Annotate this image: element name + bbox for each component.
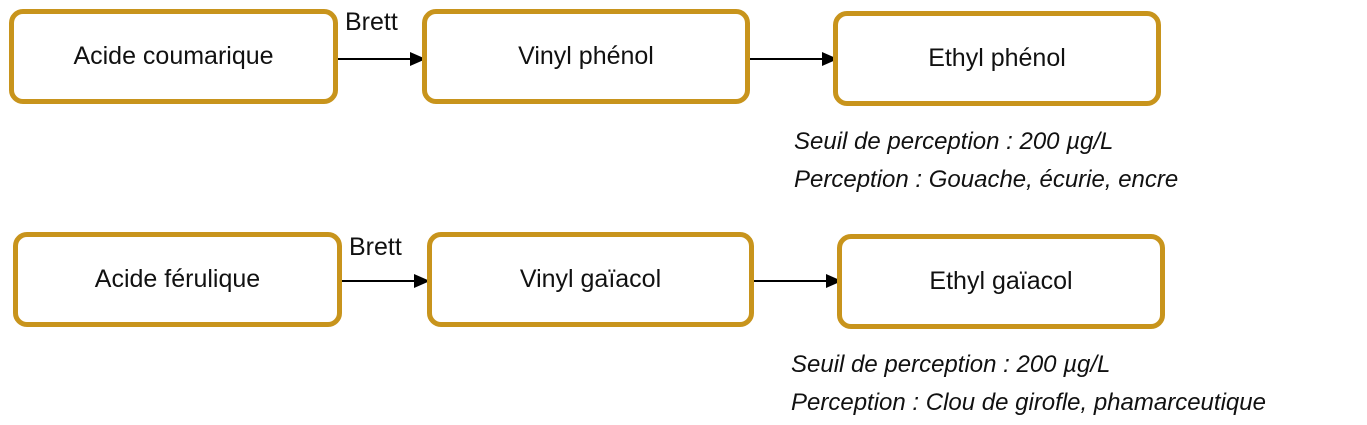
node-label: Ethyl gaïacol (929, 267, 1073, 295)
edge-label-brett: Brett (349, 233, 402, 261)
arrow-coumarique-to-vinyl-phenol (338, 52, 426, 66)
node-acide-ferulique: Acide férulique (13, 232, 342, 327)
node-label: Acide férulique (94, 265, 261, 293)
perception-note: Perception : Clou de girofle, phamarceut… (791, 389, 1266, 416)
arrow-vinyl-phenol-to-ethyl-phenol (750, 52, 838, 66)
node-vinyl-gaiacol: Vinyl gaïacol (427, 232, 754, 327)
node-label: Acide coumarique (73, 42, 274, 70)
node-label: Vinyl phénol (518, 42, 654, 70)
perception-note: Perception : Gouache, écurie, encre (794, 166, 1179, 193)
threshold-note: Seuil de perception : 200 µg/L (791, 351, 1111, 378)
node-acide-coumarique: Acide coumarique (9, 9, 338, 104)
node-ethyl-phenol: Ethyl phénol (833, 11, 1161, 106)
arrow-ferulique-to-vinyl-gaiacol (342, 274, 430, 288)
node-vinyl-phenol: Vinyl phénol (422, 9, 750, 104)
node-label: Vinyl gaïacol (519, 265, 662, 293)
edge-label-brett: Brett (345, 8, 398, 36)
arrow-vinyl-gaiacol-to-ethyl-gaiacol (754, 274, 842, 288)
node-label: Ethyl phénol (928, 44, 1066, 72)
threshold-note: Seuil de perception : 200 µg/L (794, 128, 1114, 155)
node-ethyl-gaiacol: Ethyl gaïacol (837, 234, 1165, 329)
